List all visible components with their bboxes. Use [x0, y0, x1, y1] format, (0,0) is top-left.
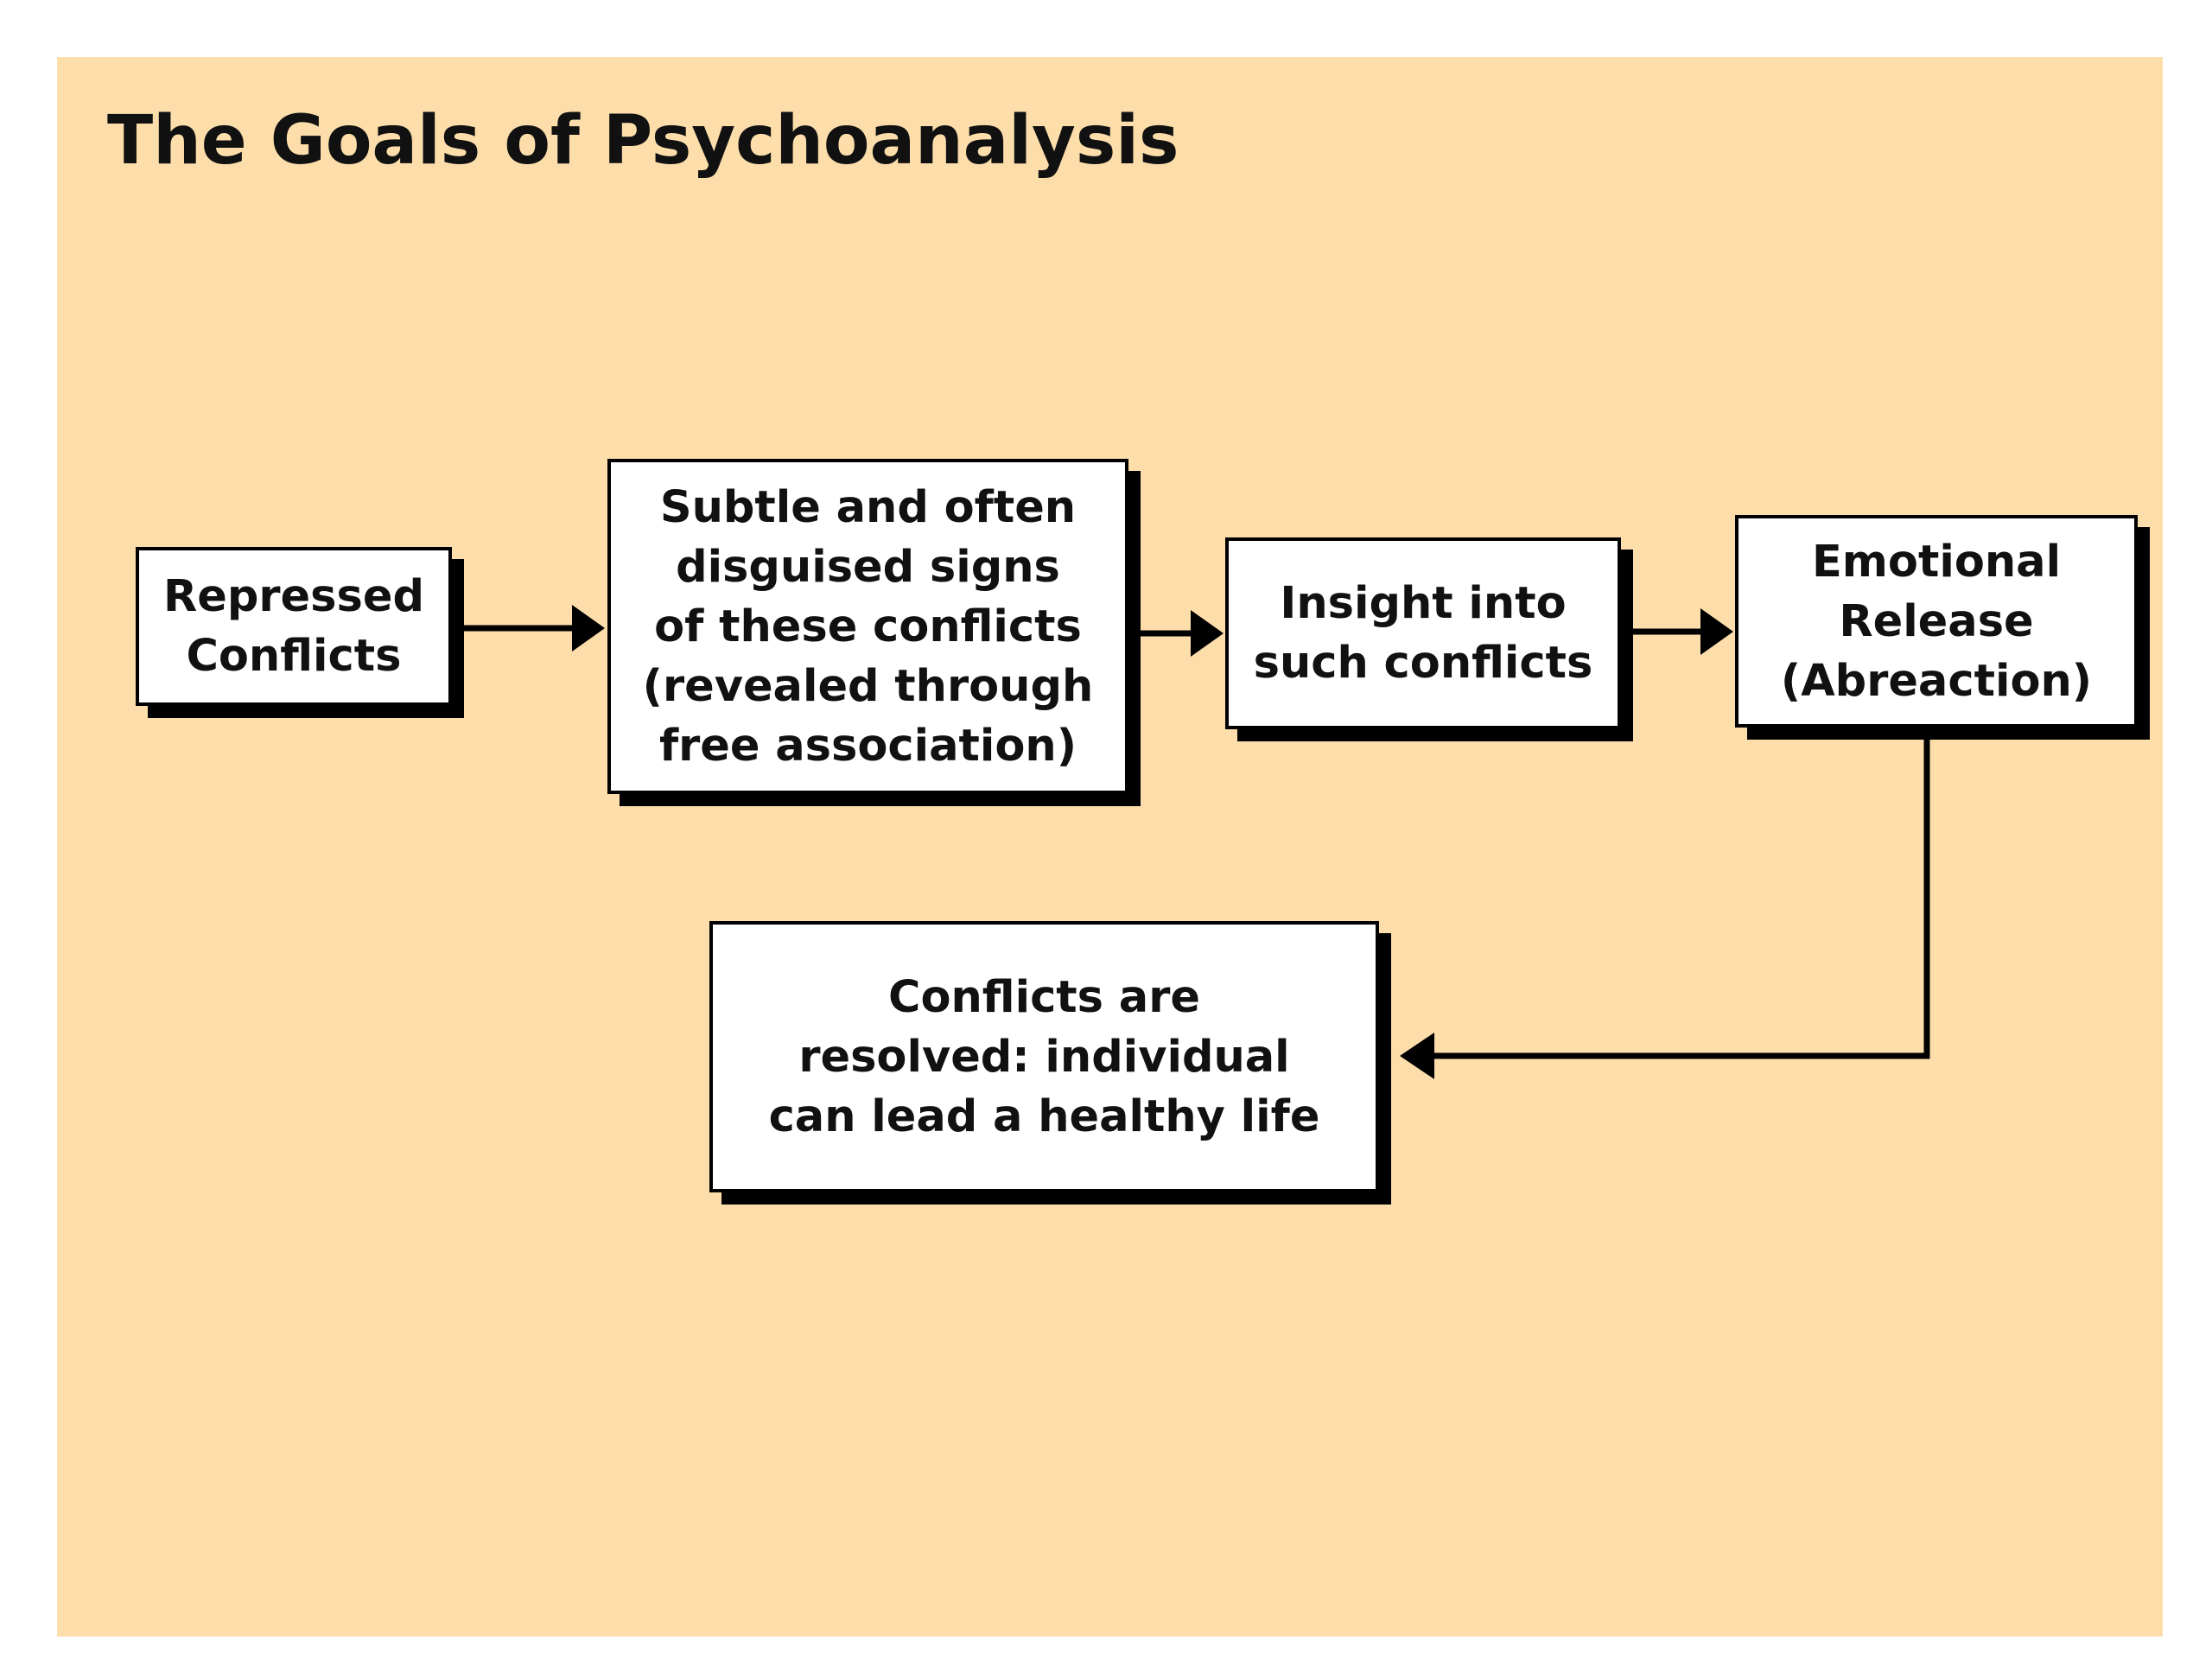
node-conflicts-resolved: Conflicts are resolved: individual can l… — [709, 921, 1379, 1192]
diagram-title: The Goals of Psychoanalysis — [107, 102, 1179, 180]
node-emotional-release: Emotional Release (Abreaction) — [1735, 515, 2138, 728]
node-repressed-conflicts: Repressed Conflicts — [136, 547, 452, 706]
slide-background — [57, 57, 2163, 1637]
node-insight: Insight into such conflicts — [1225, 537, 1621, 729]
node-disguised-signs: Subtle and often disguised signs of thes… — [607, 459, 1128, 794]
